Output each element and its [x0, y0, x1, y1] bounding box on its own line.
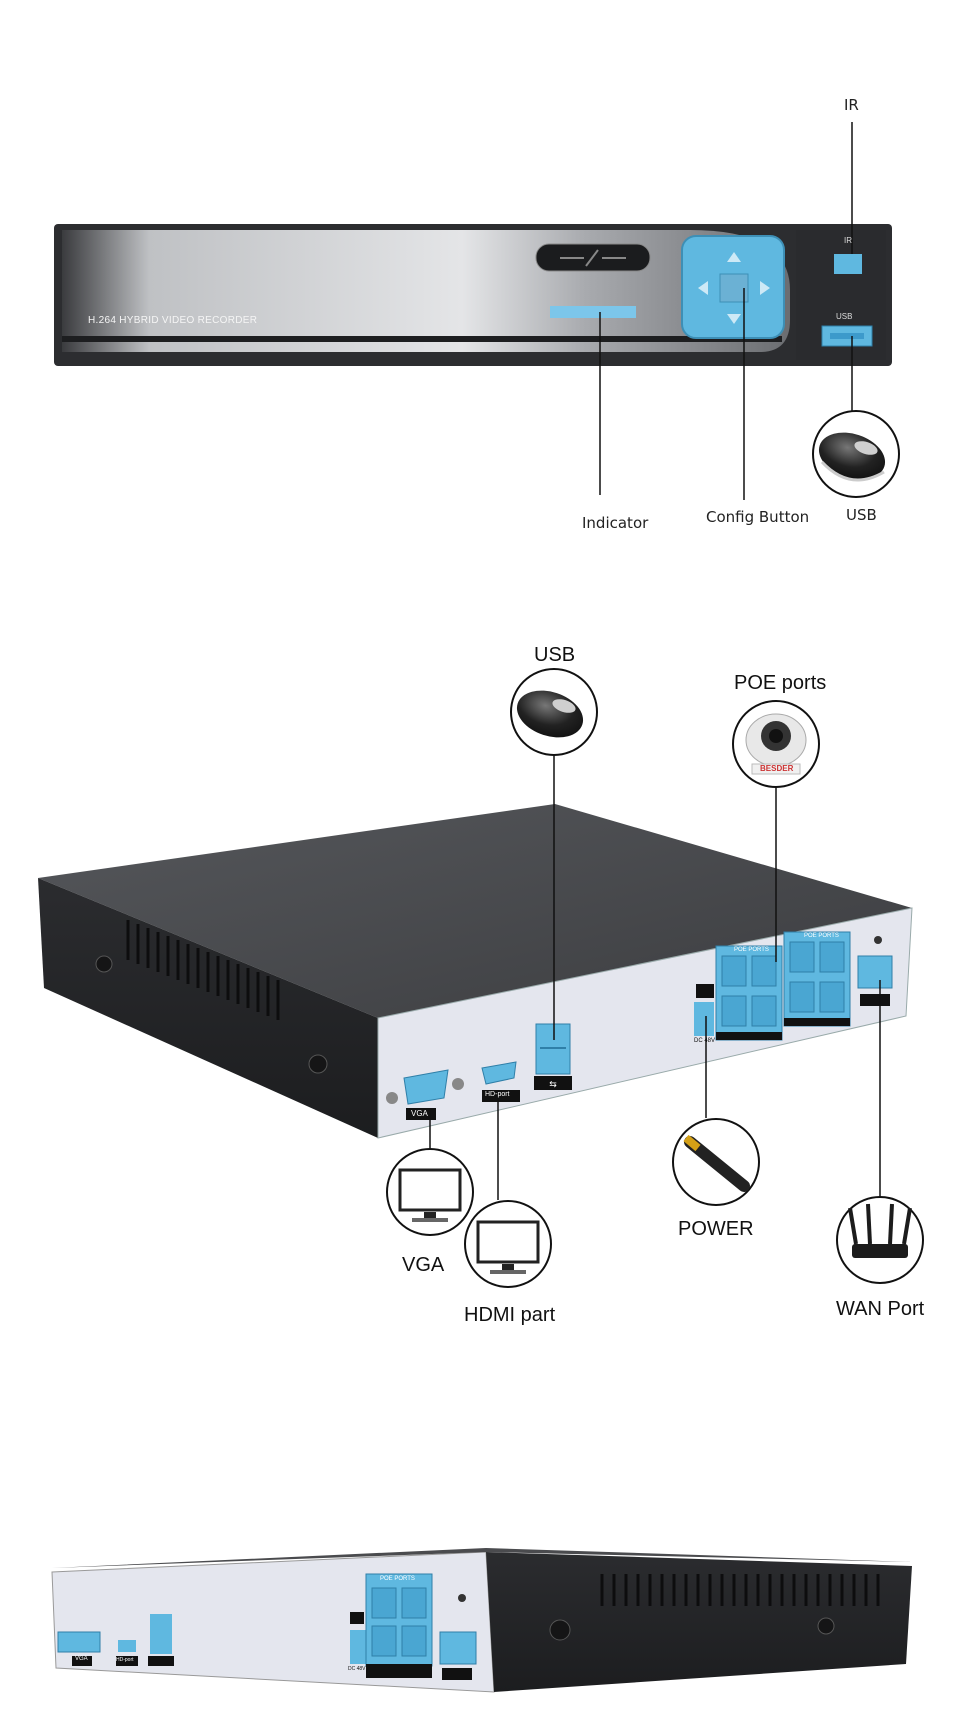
front-usb-tag: USB	[836, 312, 853, 321]
dc-power-jack	[694, 1002, 714, 1036]
callout-wan-port: WAN Port	[836, 1298, 925, 1320]
poe-ports-a	[715, 945, 783, 1041]
camera-brand-text: BESDER	[760, 764, 794, 773]
svg-text:⇆: ⇆	[549, 1080, 557, 1090]
vga-monitor-thumbnail	[386, 1148, 474, 1236]
side-wan-port	[439, 1631, 477, 1665]
callout-config-button: Config Button	[706, 508, 810, 526]
chassis-left-side	[38, 878, 378, 1138]
hdmi-monitor-thumbnail	[464, 1200, 552, 1288]
side-view	[51, 1548, 912, 1693]
vga-port	[386, 1069, 464, 1105]
callout-vga: VGA	[402, 1254, 445, 1276]
callout-poe-ports: POE ports	[734, 672, 827, 694]
callout-rear-usb: USB	[534, 644, 576, 666]
callout-hdmi: HDMI part	[464, 1304, 556, 1326]
side-hdmi-port	[118, 1640, 136, 1652]
front-panel	[54, 122, 900, 500]
side-dc-jack	[350, 1630, 366, 1664]
poe-ports-b	[783, 931, 851, 1027]
rear-poe-tag-a: POE PORTS	[734, 947, 769, 953]
front-panel-groove	[62, 336, 782, 342]
side-dc-tag: DC 48V	[348, 1666, 366, 1672]
indicator-light	[550, 306, 636, 318]
side-poe-ports	[365, 1573, 433, 1678]
callout-front-usb: USB	[846, 506, 877, 524]
ir-window	[834, 254, 862, 274]
side-view-side-panel	[486, 1552, 912, 1692]
side-usb-ports	[150, 1614, 172, 1654]
rear-usb-mouse-thumbnail	[510, 668, 598, 756]
front-ir-tag: IR	[844, 236, 852, 245]
side-poe-tag: POE PORTS	[380, 1576, 415, 1582]
wan-port	[857, 955, 893, 989]
rear-dc-tag: DC 48V	[694, 1038, 716, 1044]
chassis-top	[38, 804, 912, 1018]
callout-indicator: Indicator	[582, 514, 649, 532]
usb-mouse-thumbnail	[812, 410, 900, 498]
arrow-left-icon	[698, 281, 708, 295]
arrow-right-icon	[760, 281, 770, 295]
side-view-vents	[600, 1574, 880, 1606]
wan-router-thumbnail	[836, 1196, 924, 1284]
front-panel-silver-face	[62, 230, 790, 352]
callout-power: POWER	[678, 1218, 754, 1240]
callout-ir: IR	[844, 96, 859, 114]
rear-poe-tag-b: POE PORTS	[804, 933, 839, 939]
hdmi-port	[481, 1061, 517, 1085]
arrow-up-icon	[727, 252, 741, 262]
side-vga-tag: VGA	[75, 1656, 88, 1662]
front-brand-text: H.264 HYBRID VIDEO RECORDER	[88, 315, 258, 326]
side-vents	[126, 920, 280, 1020]
poe-camera-thumbnail	[732, 700, 820, 788]
rear-view: ⇆	[38, 668, 924, 1288]
arrow-down-icon	[727, 314, 741, 324]
rear-hdmi-tag: HD-port	[485, 1091, 510, 1098]
side-vga-port	[57, 1631, 101, 1653]
side-hdmi-tag: HD-port	[116, 1657, 134, 1663]
power-adapter-thumbnail	[672, 1118, 760, 1206]
rear-vga-tag: VGA	[411, 1109, 428, 1118]
